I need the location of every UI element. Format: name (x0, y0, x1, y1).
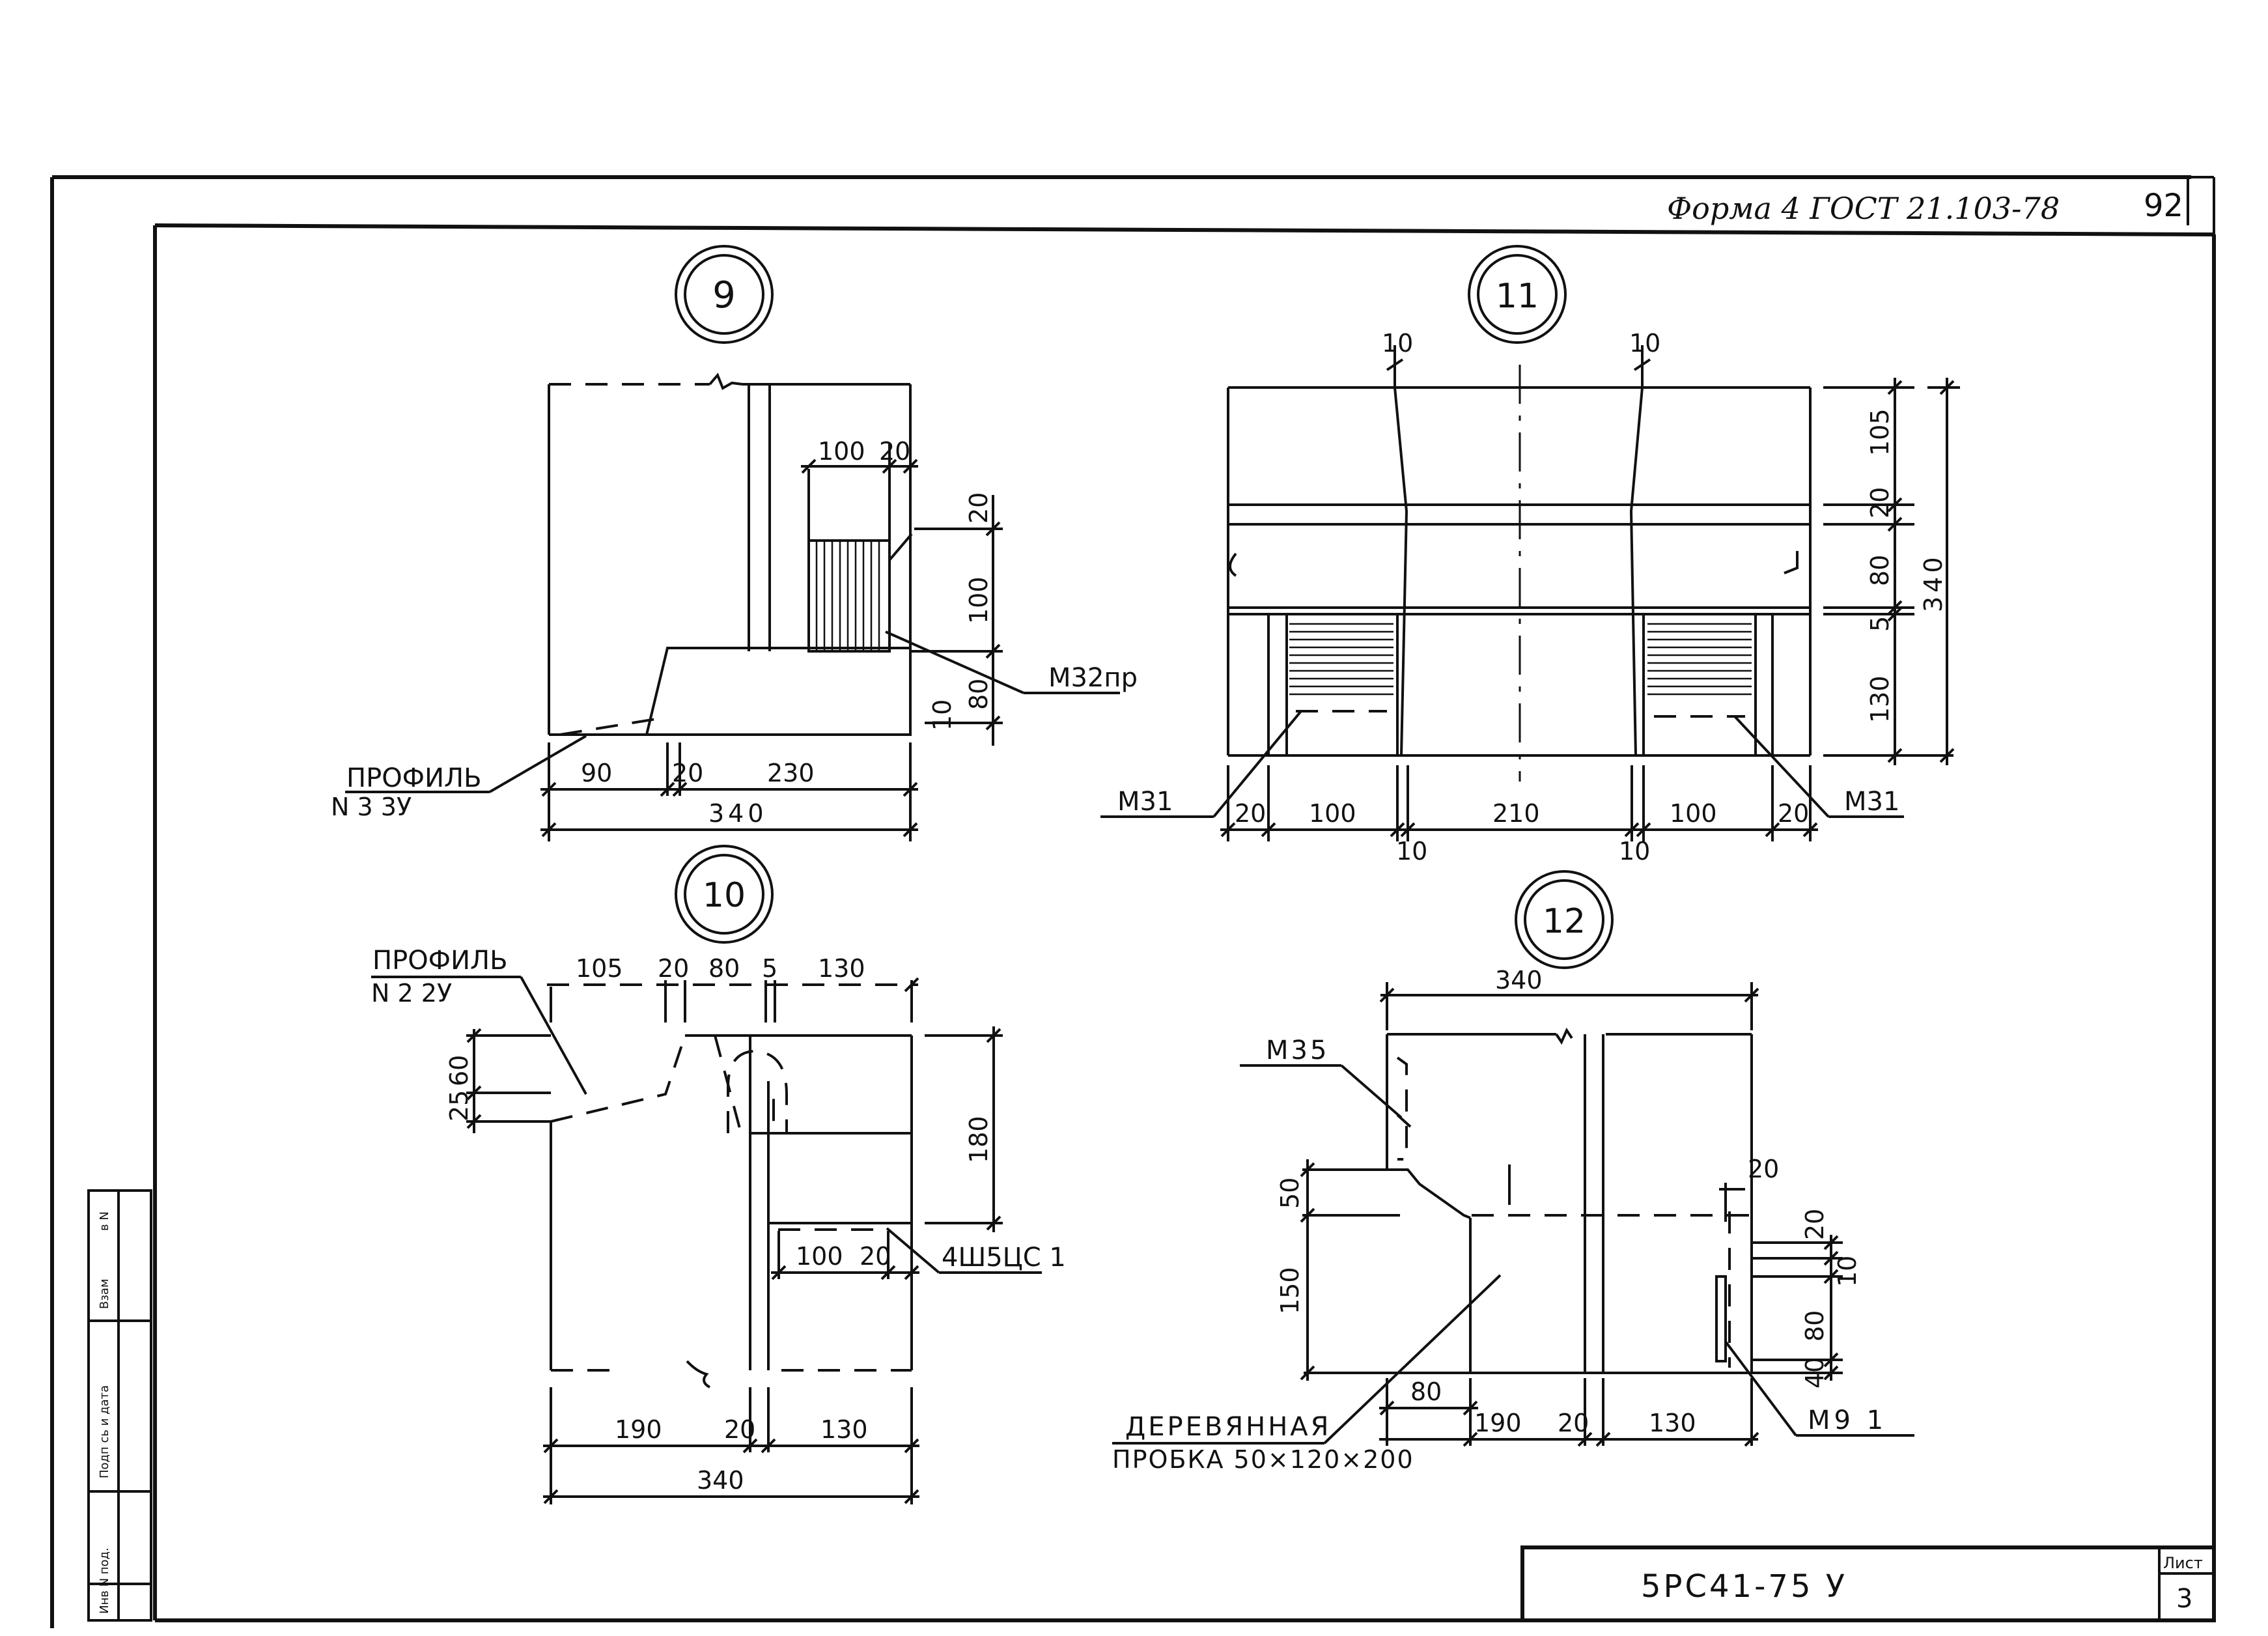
d9-dim-340: 340 (708, 799, 768, 828)
d11-dim-100-right: 100 (1670, 799, 1717, 828)
d10-dim-20: 20 (658, 954, 689, 983)
d10-dim-190: 190 (615, 1415, 662, 1444)
side-stamp (87, 1189, 152, 1622)
d10-dim-180: 180 (964, 1116, 993, 1163)
stamp-label-repl: Взам (98, 1278, 111, 1309)
d11-dim-5: 5 (1866, 616, 1894, 632)
d9-label-profile: ПРОФИЛЬ (346, 763, 482, 793)
d10-dim-25: 25 (445, 1090, 473, 1121)
stamp-label-sign: Подп сь и дата (98, 1385, 111, 1478)
detail-11: 11 10 (1100, 245, 1960, 866)
detail-12-number: 12 (1543, 902, 1586, 941)
d11-dim-20-left: 20 (1235, 799, 1266, 828)
sheet-number: 3 (2176, 1584, 2192, 1614)
d12-dim-340: 340 (1495, 966, 1543, 994)
d11-dim-10-a: 10 (1382, 329, 1413, 358)
d12-label-plug-1: ДЕРЕВЯННАЯ (1125, 1412, 1331, 1442)
d12-label-m9: М9 1 (1808, 1405, 1887, 1435)
d12-dim-80-bottom: 80 (1410, 1377, 1442, 1406)
d9-dim-100-top: 100 (818, 437, 865, 466)
d10-dim-105: 105 (576, 954, 623, 983)
d10-label-profile-no: N 2 2У (371, 979, 452, 1008)
stamp-label-inv: Инв N под. (98, 1547, 111, 1614)
d11-label-m31-left: М31 (1117, 787, 1173, 817)
d11-dim-20-right: 20 (1778, 799, 1809, 828)
d9-dim-90: 90 (581, 759, 612, 787)
d9-dim-20-top: 20 (879, 437, 910, 466)
d12-dim-190: 190 (1474, 1409, 1522, 1437)
d10-dim-60: 60 (445, 1055, 473, 1086)
sheet-frame (50, 175, 2216, 1628)
d11-dim-80: 80 (1866, 555, 1894, 586)
d11-dim-20: 20 (1866, 487, 1894, 518)
stamp-label-inv2: в N (98, 1211, 111, 1231)
detail-11-hatch-left (1289, 623, 1393, 696)
d11-dim-105: 105 (1866, 408, 1894, 456)
d11-dim-100-left: 100 (1309, 799, 1356, 828)
d11-dim-130: 130 (1866, 675, 1894, 723)
d10-label-m: 4Ш5ЦС 1 (942, 1243, 1066, 1273)
d11-dim-10-b: 10 (1629, 329, 1660, 358)
d9-label-profile-no: N 3 3У (331, 793, 412, 821)
d10-dim-5: 5 (762, 954, 777, 983)
d11-dim-210: 210 (1492, 799, 1540, 828)
d11-dim-10-right: 10 (1619, 837, 1650, 866)
d9-dim-20-right: 20 (964, 492, 993, 524)
d12-dim-40-right: 40 (1800, 1357, 1829, 1389)
d10-dim-340: 340 (697, 1466, 744, 1495)
detail-9-number: 9 (712, 274, 736, 317)
title-block (1520, 1545, 2216, 1622)
d12-dim-20-bottom: 20 (1558, 1409, 1589, 1437)
d12-dim-10-right: 10 (1833, 1256, 1862, 1287)
d10-dim-20-bottom: 20 (724, 1415, 755, 1444)
d9-label-m32: М32пр (1048, 663, 1138, 693)
doc-code: 5РС41-75 У (1641, 1568, 1847, 1605)
d11-label-m31-right: М31 (1844, 787, 1899, 817)
d12-dim-130-bottom: 130 (1649, 1409, 1696, 1437)
d10-label-profile: ПРОФИЛЬ (372, 946, 508, 976)
d12-dim-20-right: 20 (1800, 1209, 1829, 1240)
d12-label-m35: М35 (1266, 1036, 1329, 1065)
d9-dim-80-right: 80 (964, 679, 993, 710)
d12-label-plug-2: ПРОБКА 50×120×200 (1112, 1445, 1414, 1474)
d9-dim-100-right: 100 (964, 576, 993, 624)
page-number: 92 (2144, 188, 2183, 224)
detail-11-number: 11 (1496, 277, 1539, 316)
d12-dim-150: 150 (1276, 1267, 1304, 1314)
d9-dim-20: 20 (672, 759, 703, 787)
detail-10: 10 105 20 80 5 130 60 25 (371, 845, 1066, 1504)
d10-dim-130-bottom: 130 (820, 1415, 868, 1444)
d10-dim-20-mid: 20 (860, 1242, 891, 1271)
d10-dim-100: 100 (796, 1242, 843, 1271)
d12-dim-80-right: 80 (1800, 1310, 1829, 1342)
detail-9-hatch (815, 541, 880, 651)
d11-dim-340: 340 (1919, 553, 1948, 612)
d12-dim-50: 50 (1276, 1178, 1304, 1209)
detail-10-number: 10 (703, 876, 746, 915)
detail-12: 12 340 50 150 20 (1112, 870, 1914, 1474)
d11-dim-10-left: 10 (1396, 837, 1427, 866)
d12-dim-20-top: 20 (1748, 1155, 1779, 1183)
header-note: Форма 4 ГОСТ 21.103-78 (1667, 191, 2060, 226)
d10-dim-80: 80 (708, 954, 740, 983)
d9-dim-10-right: 10 (928, 699, 957, 731)
d9-dim-230: 230 (767, 759, 815, 787)
sheet-label: Лист (2163, 1554, 2203, 1572)
d10-dim-130: 130 (818, 954, 865, 983)
detail-9: 9 100 20 20 (331, 245, 1138, 841)
detail-11-hatch-right (1647, 623, 1752, 696)
